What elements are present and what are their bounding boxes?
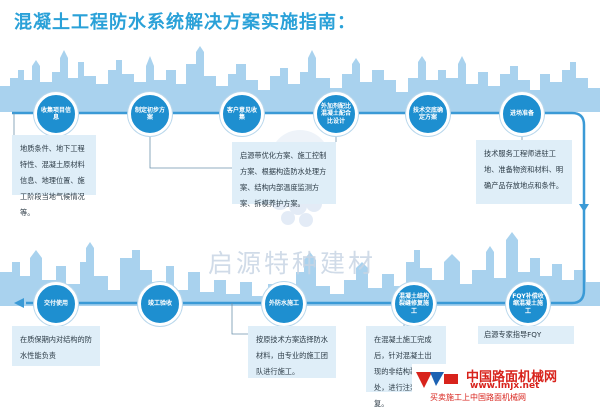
desc-external-waterproof: 按原技术方案选择防水材料，由专业的施工团队进行施工。 xyxy=(248,326,336,378)
flow-arrow-right xyxy=(579,204,589,212)
step-external-waterproof: 外防水施工 xyxy=(262,282,306,326)
page-title: 混凝土工程防水系统解决方案实施指南： xyxy=(14,12,356,33)
desc-optimization: 启源带优化方案、施工控制方案、根据构造防水处理方案、结构内部温度监测方案、拆模养… xyxy=(232,142,336,208)
step-initial-plan: 制定初步方案 xyxy=(128,92,172,136)
step-mix-design: 外加剂配比混凝土配合比设计 xyxy=(314,92,358,136)
desc-site-prep: 技术服务工程师进驻工地、准备物资和材料、明确产品存放地点和条件。 xyxy=(476,140,572,204)
site-logo-backdrop xyxy=(412,364,598,402)
step-site-prep: 进场准备 xyxy=(500,92,544,136)
site-logo-url[interactable]: www.lmjx.net xyxy=(470,381,540,391)
flow-arrow-end xyxy=(14,298,24,308)
step-delivery: 交付使用 xyxy=(34,282,78,326)
connector-optimize xyxy=(149,134,232,169)
step-confirm-plan: 技术交底确定方案 xyxy=(406,92,450,136)
desc-fqy: 启源专家指导FQY xyxy=(478,326,574,344)
step-collect-info: 收集项目信息 xyxy=(34,92,78,136)
site-logo-slogan: 买卖施工上中国路面机械网 xyxy=(430,393,526,402)
step-crack-repair: 混凝土结构裂缝修复施工 xyxy=(392,282,436,326)
watermark-text: 启源特种建材 xyxy=(208,249,377,278)
site-logo-icon xyxy=(416,372,458,388)
step-client-feedback: 客户意见收集 xyxy=(220,92,264,136)
site-logo-name: 中国路面机械网 xyxy=(466,370,558,385)
step-acceptance: 竣工验收 xyxy=(138,282,182,326)
desc-delivery: 在质保期内对结构的防水性能负责 xyxy=(12,326,100,366)
connector-external xyxy=(231,303,248,335)
step-fqy-construction: FQY补偿收缩混凝土施工 xyxy=(506,282,550,326)
desc-project-info: 地质条件、地下工程特性、混凝土原材料信息、地理位置、施工阶段当地气候情况等。 xyxy=(12,135,96,217)
